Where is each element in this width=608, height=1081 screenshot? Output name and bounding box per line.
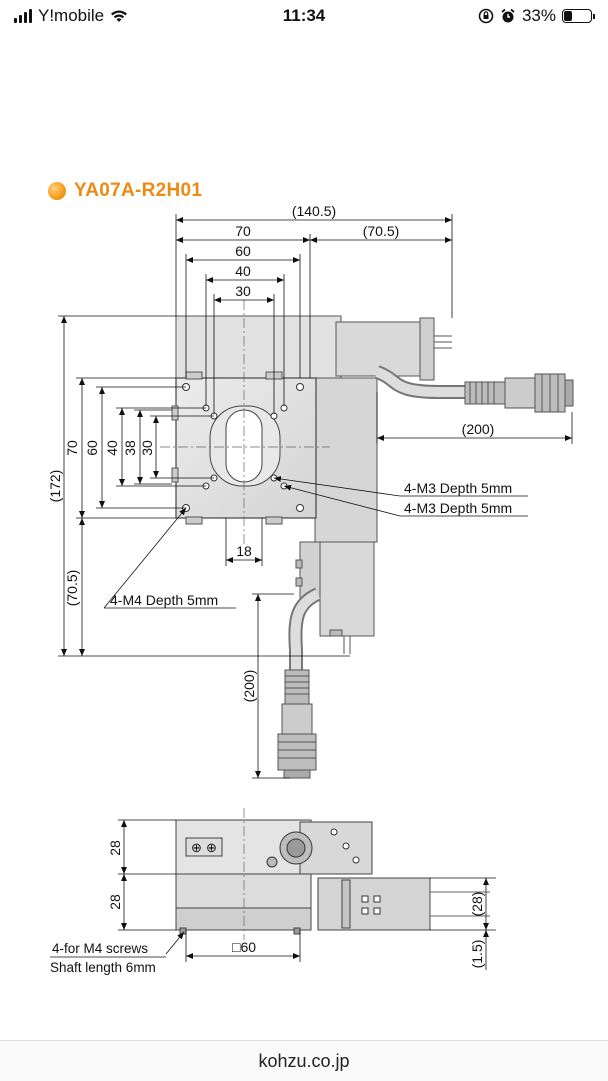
callout-m3-2: 4-M3 Depth 5mm [404,500,512,516]
browser-address-bar[interactable]: kohzu.co.jp [0,1040,608,1081]
callout-m4: 4-M4 Depth 5mm [110,592,218,608]
diagram-title: YA07A-R2H01 [48,180,202,202]
dim-18: 18 [236,543,252,559]
dim-70-top: 70 [235,223,251,239]
dim-40-left: 40 [104,440,120,456]
carrier-label: Y!mobile [38,6,105,25]
dim-square-60: □60 [232,939,256,955]
bottom-motor [319,541,375,637]
dim-38-left: 38 [122,440,138,456]
orange-bullet-icon [48,182,66,200]
status-right: 33% [478,6,595,26]
orientation-lock-icon [478,8,494,24]
battery-icon [562,9,595,23]
dim-200-bottom: (200) [241,670,257,703]
dim-28-right: (28) [469,892,485,917]
status-left: Y!mobile [14,6,128,26]
bottom-connector [277,669,317,779]
signal-icon [14,9,32,23]
side-lower-motor [317,877,431,931]
dim-30-left: 30 [139,440,155,456]
dim-30-top: 30 [235,283,251,299]
callout-m4-screws: 4-for M4 screws [52,941,148,956]
site-domain: kohzu.co.jp [258,1051,350,1071]
dim-60-top: 60 [235,243,251,259]
dim-70-left: 70 [64,440,80,456]
side-dimension-lines [50,819,496,970]
callout-m3-1: 4-M3 Depth 5mm [404,480,512,496]
dimension-labels: (140.5) 70 (70.5) 60 40 30 (172) 70 60 4… [47,203,512,702]
clock: 11:34 [282,6,326,25]
dim-70-5-left: (70.5) [64,570,80,607]
technical-drawing: (140.5) 70 (70.5) 60 40 30 (172) 70 60 4… [47,203,574,975]
side-view: ⊕ ⊕ [175,808,490,940]
dim-1-5: (1.5) [469,940,485,969]
status-bar: Y!mobile 11:34 33% [0,0,608,34]
model-name: YA07A-R2H01 [74,180,203,201]
dim-40-top: 40 [235,263,251,279]
right-block [314,377,378,543]
dimension-lines [58,214,573,779]
battery-percent: 33% [521,6,556,25]
dim-28-upper: 28 [107,840,123,856]
svg-text:⊕: ⊕ [206,840,217,855]
top-housing [175,315,342,379]
wifi-icon [111,10,128,22]
dim-70-5-top: (70.5) [363,223,400,239]
right-connector [464,373,574,413]
dim-60-left: 60 [84,440,100,456]
alarm-icon [501,8,515,23]
dim-28-lower: 28 [107,894,123,910]
dim-140-5: (140.5) [292,203,336,219]
dim-172-left: (172) [47,470,63,503]
callout-shaft-length: Shaft length 6mm [50,960,156,975]
top-view [160,300,574,779]
side-dimension-labels: 28 28 (28) (1.5) □60 4-for M4 screws Sha… [50,840,485,975]
dim-200-right: (200) [462,421,495,437]
svg-text:⊕: ⊕ [191,840,202,855]
